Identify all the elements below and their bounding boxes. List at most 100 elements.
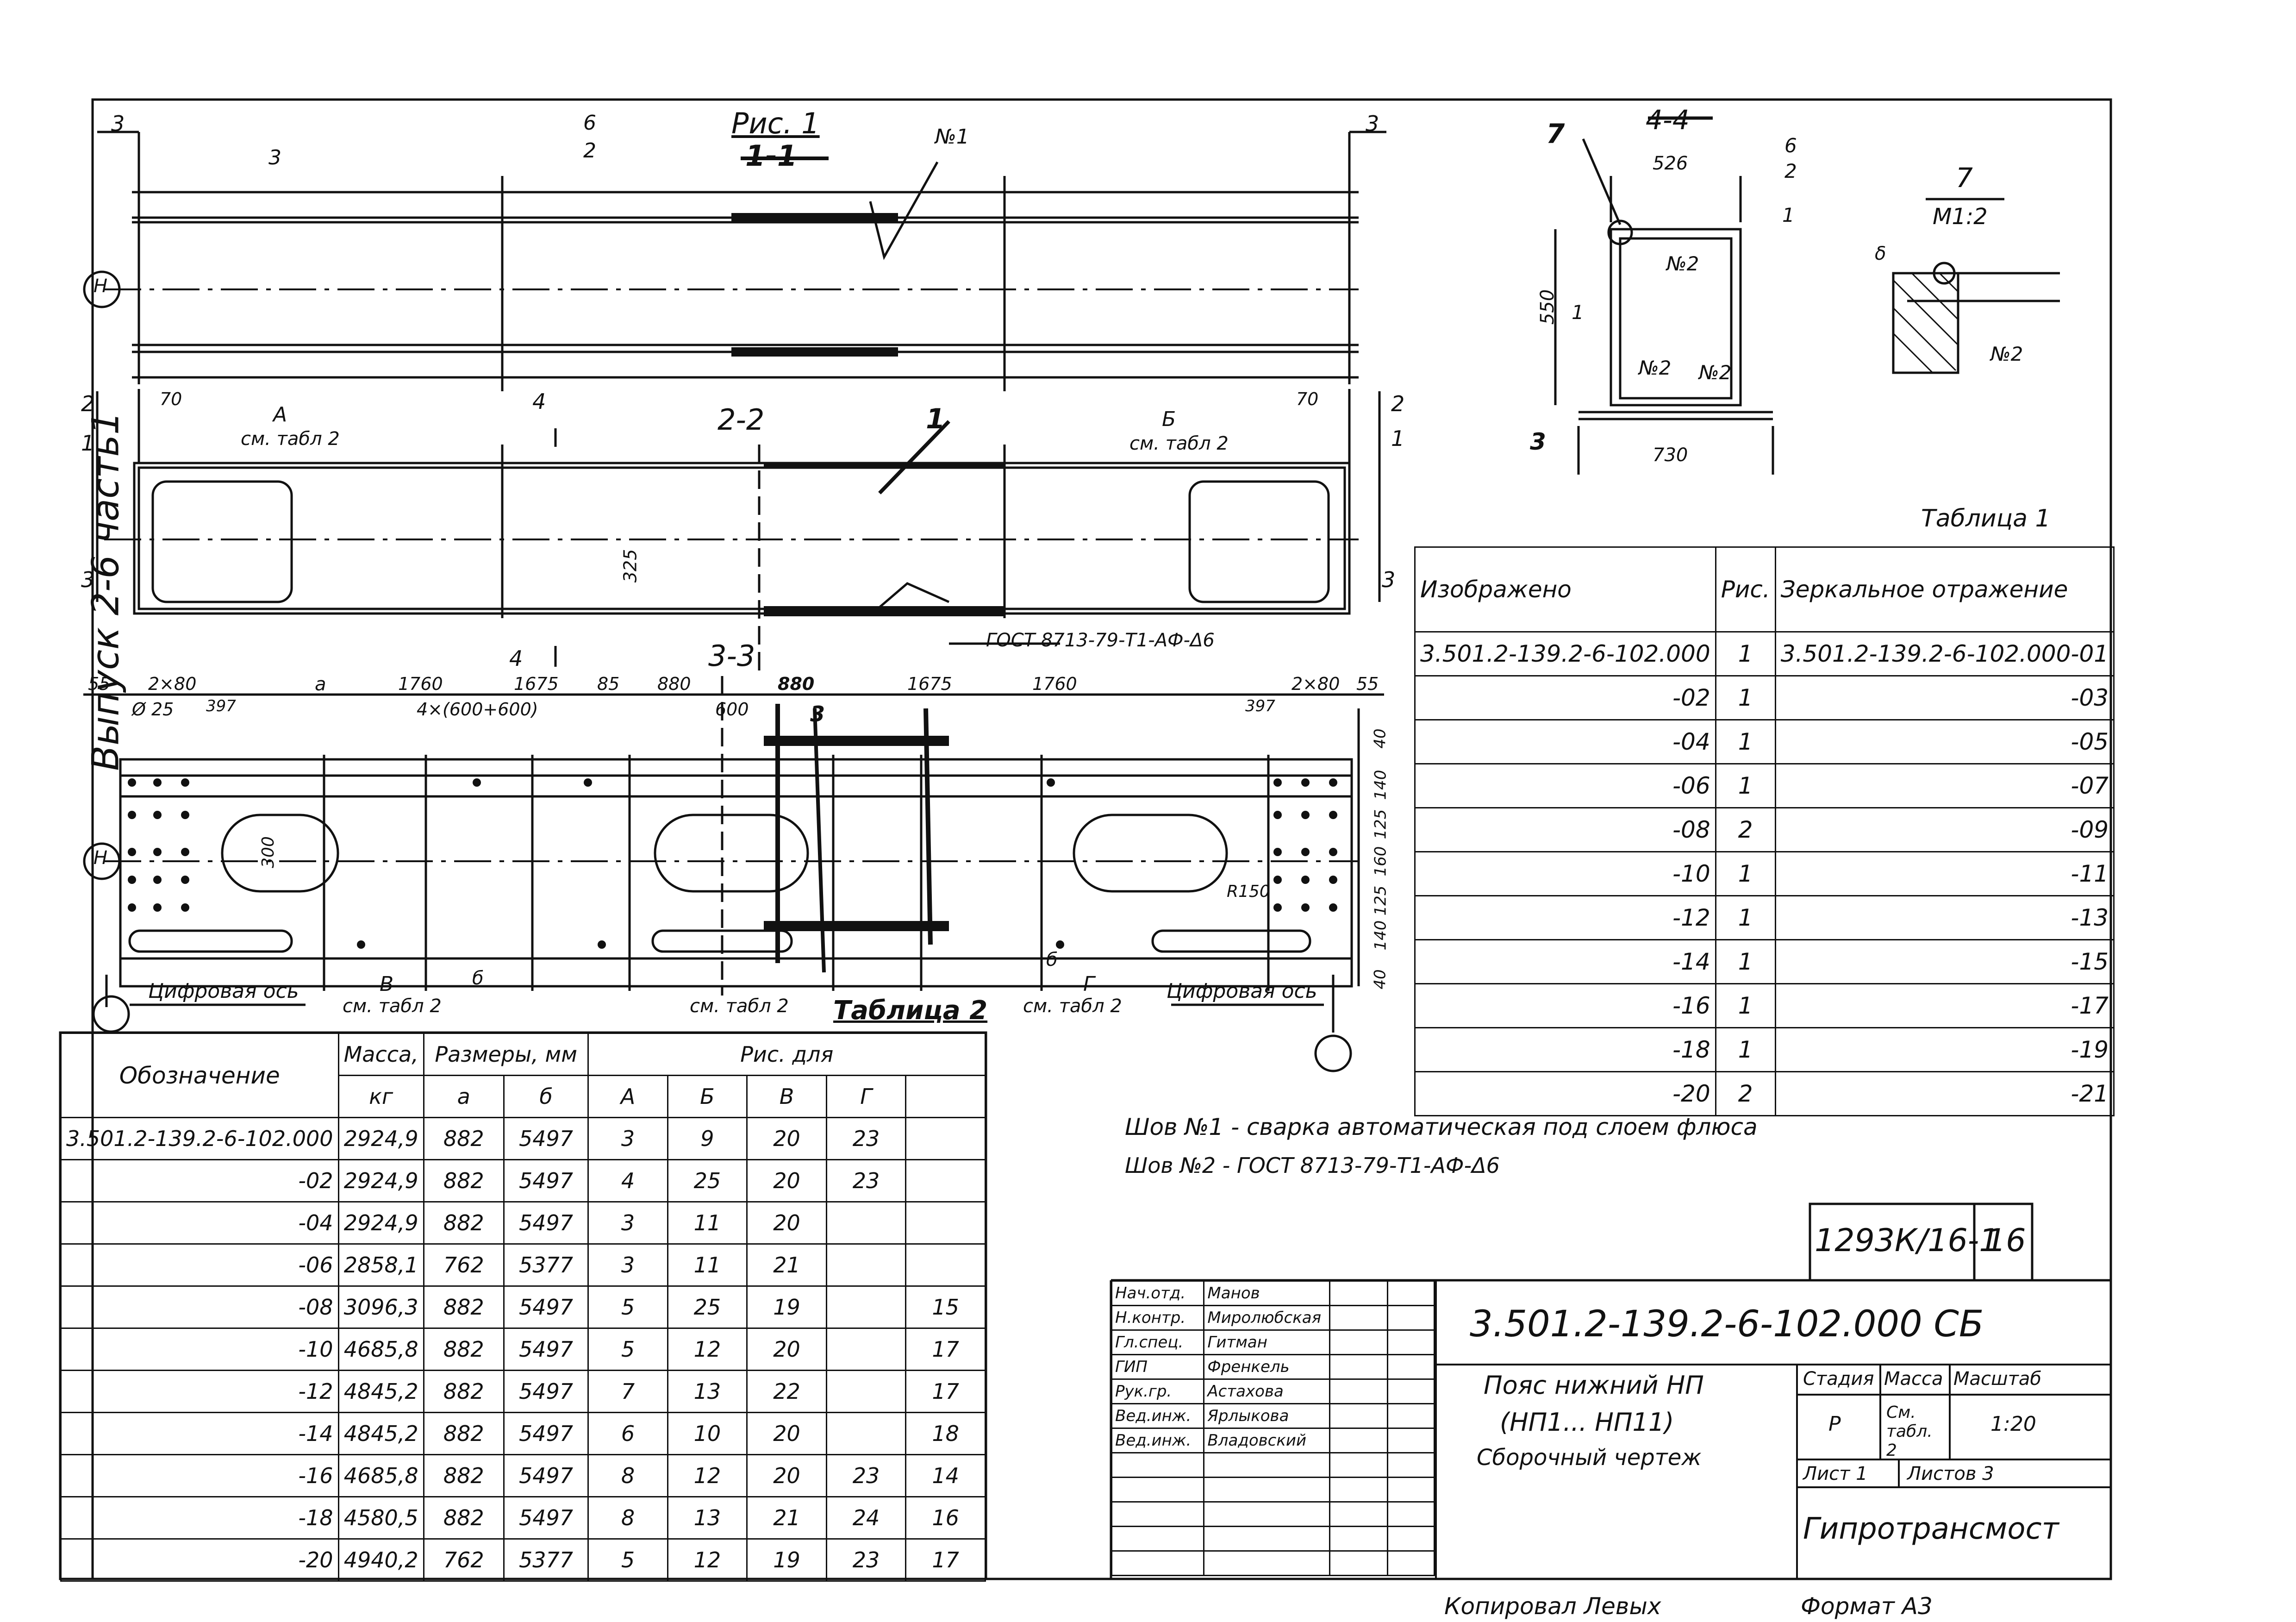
table2-header-row-1: Обозначение Масса, Размеры, мм Рис. для (60, 1033, 986, 1118)
table2-cell-fig-V: 20 (746, 1454, 827, 1497)
table2-cell-fig-G: 23 (825, 1538, 907, 1582)
dim-1675-right: 1675 (907, 674, 952, 694)
part-2-section: 2 (1784, 160, 1797, 182)
stamp-empty-cell (1111, 1477, 1205, 1503)
table2-cell-fig-B: 13 (667, 1370, 748, 1413)
table2-cell-mass: 2924,9 (337, 1159, 424, 1202)
table1-cell-fig: 2 (1715, 1071, 1776, 1116)
stamp-empty-cell (1111, 1526, 1205, 1552)
table2-cell-fig-V: 20 (746, 1412, 827, 1455)
stamp-empty-cell (1386, 1477, 1435, 1503)
dim-300: 300 (258, 836, 278, 868)
dim-dia25: Ø 25 (132, 699, 174, 720)
stamp-role: Гл.спец. (1111, 1329, 1205, 1355)
table2-cell-fig-A: 8 (587, 1454, 668, 1497)
table2-cell-fig-A: 8 (587, 1496, 668, 1540)
table2-cell-a: 762 (423, 1538, 505, 1582)
table2-cell-fig-A: 3 (587, 1201, 668, 1245)
table2-cell-fig-V: 22 (746, 1370, 827, 1413)
dim-85: 85 (597, 674, 620, 694)
stamp-date (1386, 1354, 1435, 1380)
table1-cell-mirror: -07 (1774, 763, 2115, 808)
dim-a-top: а (315, 674, 326, 695)
stamp-name: Астахова (1203, 1378, 1331, 1404)
table2-cell-fig-G (825, 1328, 907, 1371)
table2-cell-fig-G (825, 1243, 907, 1287)
dim-40-a: 40 (1371, 728, 1390, 749)
dim-40-b: 40 (1371, 969, 1390, 989)
stamp-name: Миролюбская (1203, 1305, 1331, 1331)
section-1-1-label: 1-1 (745, 139, 798, 173)
table1-cell-shown: -10 (1414, 851, 1716, 896)
stamp-empty-row (1111, 1477, 1435, 1503)
section-4-4 (1554, 116, 1774, 475)
table1-cell-fig: 1 (1715, 719, 1776, 764)
table2-cell-fig-G: 23 (825, 1159, 907, 1202)
table1-cell-shown: 3.501.2-139.2-6-102.000 (1414, 631, 1716, 676)
stamp-scale: 1:20 (1990, 1412, 2036, 1436)
table2-cell-fig-B: 12 (667, 1454, 748, 1497)
detail-7 (1892, 198, 2060, 374)
table2-cell-designation: -18 (60, 1496, 339, 1540)
table2-title: Таблица 2 (833, 996, 988, 1026)
stamp-empty-cell (1111, 1501, 1205, 1527)
table2-cell-mass: 4685,8 (337, 1454, 424, 1497)
table1-h-shown: Изображено (1414, 546, 1716, 633)
dim-70-left: 70 (160, 389, 182, 409)
fig1-title: Рис. 1 (731, 106, 820, 140)
dim-880-left: 880 (657, 674, 691, 694)
dim-delta: δ (1875, 243, 1886, 264)
stamp-role: Вед.инж. (1111, 1428, 1205, 1453)
table2-cell-fig-G: 23 (825, 1117, 907, 1160)
dim-140-b: 140 (1371, 920, 1390, 951)
stamp-empty-cell (1111, 1452, 1205, 1478)
stamp-name: Манов (1203, 1280, 1331, 1306)
table2-cell-b: 5377 (503, 1538, 589, 1582)
stamp-date (1386, 1403, 1435, 1429)
table1-cell-mirror: -13 (1774, 895, 2115, 940)
stamp-empty-cell (1203, 1452, 1331, 1478)
table2-cell-fig-B: 11 (667, 1201, 748, 1245)
ref-center-table: см. табл 2 (690, 996, 789, 1017)
ref-b: Б (1162, 407, 1176, 431)
stamp-sheet: Лист 1 (1803, 1463, 1868, 1484)
table2-cell-b: 5497 (503, 1159, 589, 1202)
part-1-section: 1 (1782, 204, 1795, 226)
table2-cell-fig-B: 11 (667, 1243, 748, 1287)
stamp-empty-cell (1203, 1477, 1331, 1503)
copied-by: Копировал Левых (1444, 1593, 1661, 1620)
stamp-name: Френкель (1203, 1354, 1331, 1380)
table2-cell-mass: 2924,9 (337, 1117, 424, 1160)
dim-b-left: б (472, 968, 484, 989)
table2-cell-extra (905, 1243, 986, 1287)
table1-cell-fig: 1 (1715, 983, 1776, 1028)
table2-cell-fig-B: 12 (667, 1328, 748, 1371)
mark-3-right-b: 3 (1382, 567, 1396, 592)
table2-cell-b: 5497 (503, 1328, 589, 1371)
ref-a: А (273, 403, 287, 426)
stamp-empty-cell (1329, 1501, 1388, 1527)
dim-55-left: 55 (88, 674, 111, 694)
dim-55-right: 55 (1356, 674, 1379, 694)
table1-cell-shown: -04 (1414, 719, 1716, 764)
table1-cell-shown: -14 (1414, 939, 1716, 984)
dim-325: 325 (620, 549, 641, 583)
table2-cell-extra: 16 (905, 1496, 986, 1540)
weld-1-label: №1 (935, 125, 969, 149)
stamp-stage: Р (1828, 1412, 1841, 1436)
table1-cell-mirror: -09 (1774, 807, 2115, 852)
dim-397-right: 397 (1245, 697, 1275, 715)
part-1-center: 1 (926, 403, 945, 435)
detail-7-scale: М1:2 (1933, 204, 1988, 230)
table2-cell-fig-B: 12 (667, 1538, 748, 1582)
mark-3-left: 3 (111, 111, 125, 136)
format: Формат А3 (1801, 1593, 1933, 1620)
table-2: Обозначение Масса, Размеры, мм Рис. для … (60, 1033, 986, 1582)
